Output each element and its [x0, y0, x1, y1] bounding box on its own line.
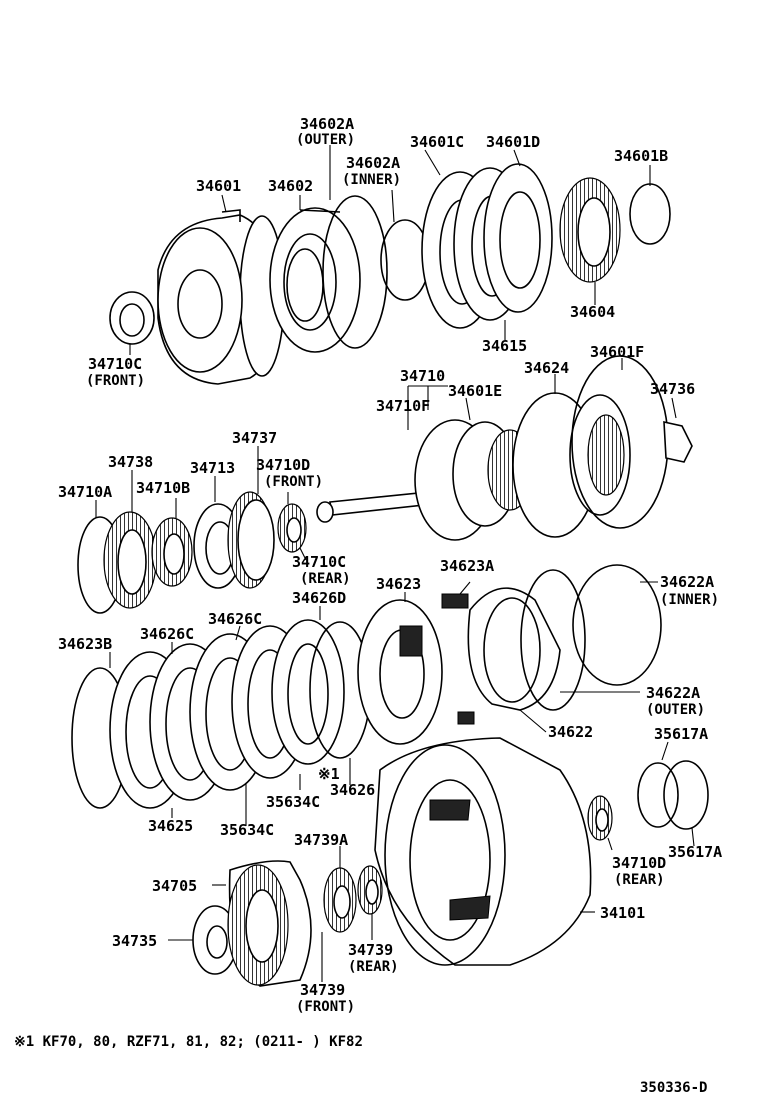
part-34601B-ring — [629, 183, 671, 245]
label-34739-front: 34739 — [300, 981, 346, 999]
label-34710C-rear: 34710C — [292, 553, 347, 571]
label-34737: 34737 — [232, 429, 278, 447]
label-34601: 34601 — [196, 177, 242, 195]
label-34623: 34623 — [376, 575, 422, 593]
part-34622-retainer — [467, 587, 561, 711]
label-34601F: 34601F — [590, 343, 645, 361]
label-34624: 34624 — [524, 359, 570, 377]
part-34623-piston — [357, 599, 443, 745]
label-34626: 34626 — [330, 781, 376, 799]
part-34710C-front — [109, 291, 155, 345]
label-34710C-rear-sub: (REAR) — [300, 571, 351, 587]
label-34710D-front-sub: (FRONT) — [264, 474, 324, 490]
label-34622: 34622 — [548, 723, 594, 741]
part-34710-shaft — [316, 419, 533, 541]
label-34615: 34615 — [482, 337, 528, 355]
label-34626C-1: 34626C — [140, 625, 195, 643]
label-34713: 34713 — [190, 459, 236, 477]
label-34604: 34604 — [570, 303, 616, 321]
label-34739-rear: 34739 — [348, 941, 394, 959]
label-34710C-front-sub: (FRONT) — [86, 373, 146, 389]
label-34602A-inner: 34602A — [346, 154, 401, 172]
label-34602A-outer: 34602A — [300, 115, 355, 133]
part-34624-carrier — [512, 392, 631, 538]
label-34626-mark: ※1 — [318, 765, 340, 783]
diagram-code: 350336-D — [640, 1080, 708, 1096]
label-35617A-top: 35617A — [654, 725, 709, 743]
label-34710C-front: 34710C — [88, 355, 143, 373]
label-34710B: 34710B — [136, 479, 191, 497]
label-34626D: 34626D — [292, 589, 347, 607]
part-34602A-outer — [322, 195, 388, 349]
part-34601C-plates — [421, 163, 553, 329]
label-34710F: 34710F — [376, 397, 431, 415]
label-34735: 34735 — [112, 932, 158, 950]
part-34602-piston — [269, 207, 361, 353]
label-34601E: 34601E — [448, 382, 503, 400]
label-34622A-outer: 34622A — [646, 684, 701, 702]
label-34622A-inner-sub: (INNER) — [660, 592, 720, 608]
part-34622A-inner — [572, 564, 662, 686]
label-34602: 34602 — [268, 177, 314, 195]
label-34602A-inner-sub: (INNER) — [342, 172, 402, 188]
part-34710B-bearing — [151, 517, 193, 587]
part-34623A-springs — [399, 593, 475, 725]
label-34710: 34710 — [400, 367, 446, 385]
label-34705: 34705 — [152, 877, 198, 895]
label-34739-front-sub: (FRONT) — [296, 999, 356, 1015]
label-34625: 34625 — [148, 817, 194, 835]
part-34604-clutch — [559, 177, 621, 283]
footnote: ※1 KF70, 80, RZF71, 81, 82; (0211- ) KF8… — [14, 1034, 363, 1050]
label-34626C-2: 34626C — [208, 610, 263, 628]
part-34736 — [663, 420, 693, 463]
label-34602A-outer-sub: (OUTER) — [296, 132, 356, 148]
label-35617A-bottom: 35617A — [668, 843, 723, 861]
part-34737-gear — [227, 491, 275, 589]
label-34738: 34738 — [108, 453, 154, 471]
leader-lines — [95, 145, 695, 982]
label-34601D: 34601D — [486, 133, 541, 151]
part-34738-gear — [103, 511, 157, 609]
label-34710D-rear-sub: (REAR) — [614, 872, 665, 888]
label-34623A: 34623A — [440, 557, 495, 575]
label-34601C: 34601C — [410, 133, 465, 151]
label-34710A: 34710A — [58, 483, 113, 501]
label-34601B: 34601B — [614, 147, 669, 165]
part-34705-sun-gear — [227, 860, 312, 987]
part-35617A-rings — [637, 760, 709, 830]
label-34736: 34736 — [650, 380, 696, 398]
label-34710D-front: 34710D — [256, 456, 311, 474]
label-35634C-2: 35634C — [220, 821, 275, 839]
label-34710D-rear: 34710D — [612, 854, 667, 872]
label-34739-rear-sub: (REAR) — [348, 959, 399, 975]
label-34623B: 34623B — [58, 635, 113, 653]
label-34101: 34101 — [600, 904, 646, 922]
label-35634C-1: 35634C — [266, 793, 321, 811]
label-34739A: 34739A — [294, 831, 349, 849]
part-34710D-front — [277, 503, 307, 553]
part-34710D-rear — [587, 795, 613, 841]
label-34622A-outer-sub: (OUTER) — [646, 702, 706, 718]
part-34739-bearings — [323, 865, 383, 933]
part-34101-case — [374, 737, 592, 966]
label-34622A-inner: 34622A — [660, 573, 715, 591]
part-34625-pack — [109, 619, 345, 809]
part-34601-drum — [157, 209, 285, 385]
part-34622A-outer — [520, 569, 586, 711]
